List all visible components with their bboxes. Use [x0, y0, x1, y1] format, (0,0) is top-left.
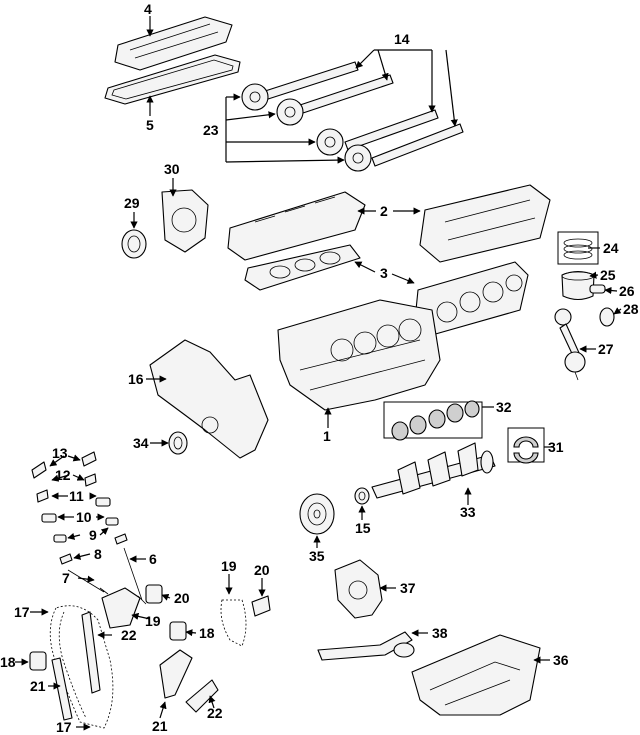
piston-pin-part	[589, 284, 606, 294]
oil-pan-part	[411, 634, 541, 716]
callout-25: 25	[600, 267, 616, 283]
valve-cover-gasket-part	[104, 54, 241, 105]
callout-18-right: 18	[199, 625, 215, 641]
callout-4: 4	[144, 1, 152, 17]
callout-16: 16	[128, 371, 144, 387]
rod-bearing-part	[599, 307, 615, 327]
callout-12: 12	[55, 467, 71, 483]
camshaft-part	[261, 61, 464, 167]
valve-train-parts	[31, 451, 147, 605]
crank-seal-part	[354, 487, 370, 505]
callout-32: 32	[496, 399, 512, 415]
callout-13: 13	[52, 445, 68, 461]
callout-23: 23	[203, 122, 219, 138]
callout-14: 14	[394, 31, 410, 47]
callout-20-top: 20	[254, 562, 270, 578]
chain-guide-part	[51, 611, 219, 721]
callout-17-top: 17	[14, 604, 30, 620]
callout-30: 30	[164, 161, 180, 177]
callout-21-bottom: 21	[152, 718, 168, 734]
oil-pickup-tube-part	[317, 631, 415, 661]
thrust-bearing-box	[507, 427, 545, 464]
callout-8: 8	[94, 546, 102, 562]
rear-main-seal-part	[121, 229, 147, 259]
engine-block-part	[277, 299, 441, 411]
callout-15: 15	[355, 520, 371, 536]
callout-20: 20	[174, 590, 190, 606]
callout-22-top: 22	[121, 627, 137, 643]
piston-part	[561, 270, 595, 301]
cylinder-head-right-part	[419, 184, 551, 263]
callout-27: 27	[598, 341, 614, 357]
callout-2: 2	[380, 203, 388, 219]
callout-37: 37	[400, 580, 416, 596]
callout-28: 28	[623, 301, 639, 317]
callout-3: 3	[380, 265, 388, 281]
callout-26: 26	[619, 283, 635, 299]
callout-22-bottom: 22	[207, 705, 223, 721]
rear-seal-retainer-part	[161, 189, 209, 253]
callout-34: 34	[133, 435, 149, 451]
callout-35: 35	[309, 548, 325, 564]
callout-21-left: 21	[30, 678, 46, 694]
callout-6: 6	[149, 551, 157, 567]
callout-11: 11	[69, 488, 84, 504]
front-crank-seal-part	[168, 431, 188, 455]
oil-pump-part	[334, 559, 383, 619]
cam-phaser-part	[241, 83, 372, 172]
callout-33: 33	[460, 504, 476, 520]
callout-7: 7	[62, 570, 70, 586]
cylinder-head-left-part	[227, 191, 366, 261]
timing-cover-part	[149, 339, 269, 459]
callout-10: 10	[76, 509, 92, 525]
callout-1: 1	[323, 428, 331, 444]
main-bearings-box	[383, 400, 483, 441]
callout-17-bottom: 17	[56, 719, 72, 735]
callout-31: 31	[548, 439, 564, 455]
valve-cover-part	[114, 16, 233, 71]
callout-29: 29	[124, 195, 140, 211]
callout-38: 38	[432, 625, 448, 641]
crankshaft-part	[371, 442, 496, 499]
callout-5: 5	[146, 117, 154, 133]
callout-19: 19	[145, 613, 161, 629]
harmonic-balancer-part	[299, 493, 335, 535]
chain-tensioner-part	[29, 584, 271, 671]
callout-36: 36	[553, 652, 569, 668]
callout-19-top: 19	[221, 558, 237, 574]
callout-18-left: 18	[0, 654, 16, 670]
callout-9: 9	[89, 527, 97, 543]
callout-24: 24	[603, 240, 619, 256]
connecting-rod-part	[554, 308, 586, 381]
head-gasket-part	[244, 244, 529, 336]
timing-chain-part	[49, 605, 114, 729]
leader-lines	[15, 16, 622, 731]
